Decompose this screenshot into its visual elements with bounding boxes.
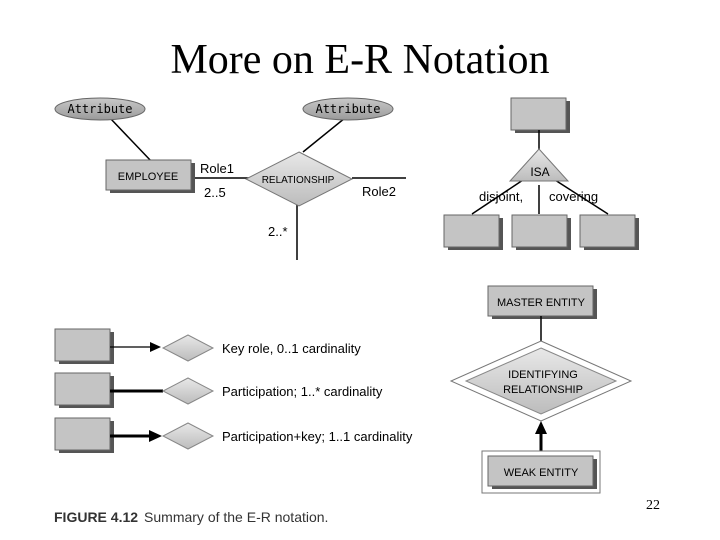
legend: Key role, 0..1 cardinality Participation… <box>54 328 413 453</box>
attribute-label-left: Attribute <box>67 102 132 116</box>
master-entity-label: MASTER ENTITY <box>497 297 586 309</box>
legend-label: Participation; 1..* cardinality <box>222 384 383 399</box>
arrow-head <box>149 430 162 442</box>
legend-label: Key role, 0..1 cardinality <box>222 341 361 356</box>
legend-diamond <box>161 334 215 362</box>
identifying-diamond-inner <box>464 347 618 415</box>
legend-label: Participation+key; 1..1 cardinality <box>222 429 413 444</box>
legend-entity-box <box>54 372 111 406</box>
weak-entity-label: WEAK ENTITY <box>504 467 579 479</box>
legend-entity-box <box>54 417 111 451</box>
attribute-label-right: Attribute <box>315 102 380 116</box>
connector-line <box>302 117 346 153</box>
legend-diamond <box>161 377 215 405</box>
connector-line <box>109 117 153 163</box>
superclass-box <box>510 97 567 131</box>
slide-title: More on E-R Notation <box>170 37 550 83</box>
bottom-cardinality: 2..* <box>268 224 288 239</box>
isa-triangle <box>508 148 570 182</box>
subclass-box <box>511 214 568 248</box>
attribute-oval-right <box>302 97 394 121</box>
arrow-head <box>150 342 161 352</box>
disjoint-label: disjoint, <box>479 189 523 204</box>
isa-label: ISA <box>530 165 549 179</box>
subclass-box <box>443 214 500 248</box>
role2-label: Role2 <box>362 184 396 199</box>
relationship-diagram: Attribute Attribute EMPLOYEE RELATIONSHI… <box>54 97 406 260</box>
master-entity-box <box>487 285 594 317</box>
relationship-diamond <box>244 151 354 207</box>
weak-entity-box <box>487 455 594 487</box>
figure-caption: FIGURE 4.12 Summary of the E-R notation. <box>54 509 328 525</box>
connector-line <box>554 179 609 215</box>
identifying-label-line2: RELATIONSHIP <box>503 384 583 396</box>
isa-diagram: ISA disjoint, covering <box>443 97 639 250</box>
arrow-head <box>535 421 547 434</box>
identifying-label-line1: IDENTIFYING <box>508 369 578 381</box>
subclass-box <box>579 214 636 248</box>
connector-line <box>471 179 524 215</box>
legend-diamond <box>161 422 215 450</box>
figure-caption-text: Summary of the E-R notation. <box>144 509 329 525</box>
page-number: 22 <box>646 498 660 513</box>
entity-label: EMPLOYEE <box>118 171 179 183</box>
attribute-oval-left <box>54 97 146 121</box>
weak-entity-diagram: MASTER ENTITY IDENTIFYING RELATIONSHIP W… <box>449 285 633 494</box>
role1-label: Role1 <box>200 161 234 176</box>
entity-box <box>105 159 192 191</box>
figure-caption-label: FIGURE 4.12 <box>54 509 139 525</box>
relationship-label: RELATIONSHIP <box>262 175 335 186</box>
role1-cardinality: 2..5 <box>204 185 226 200</box>
covering-label: covering <box>549 189 598 204</box>
legend-entity-box <box>54 328 111 362</box>
